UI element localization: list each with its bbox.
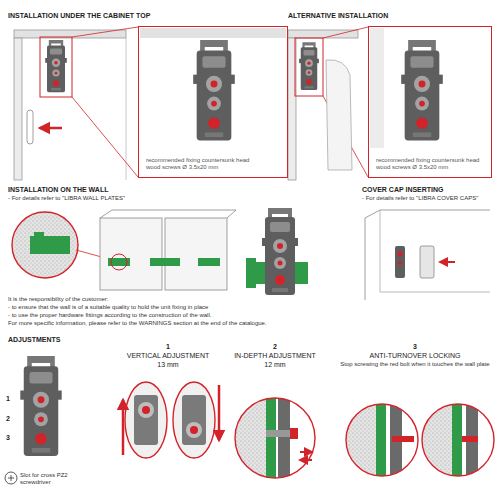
callout-number: 3: [6, 434, 16, 442]
callout-number: 3: [345, 343, 485, 351]
zoom-frame: recommended fixing countersunk head wood…: [368, 26, 492, 178]
note-text: Slot for cross PZ2 screwdriver: [20, 472, 100, 486]
dimension: 12 mm: [225, 361, 325, 369]
screw-note: recommended fixing countersunk head wood…: [145, 156, 257, 172]
screw-note: recommended fixing countersunk head wood…: [375, 156, 487, 172]
section-heading: ADJUSTMENTS: [8, 336, 158, 344]
section-heading: ALTERNATIVE INSTALLATION: [288, 12, 488, 20]
section-heading: INSTALLATION UNDER THE CABINET TOP: [8, 12, 208, 20]
warning-text: - to use the proper hardware fittings ac…: [8, 312, 348, 319]
note-text: - For details refer to "LIBRA COVER CAPS…: [362, 195, 497, 202]
section-heading: COVER CAP INSERTING: [362, 186, 497, 194]
callout-number: 1: [118, 343, 218, 351]
dimension: 13 mm: [118, 361, 218, 369]
callout-number: 2: [225, 343, 325, 351]
zoom-frame: recommended fixing countersunk head wood…: [138, 26, 288, 178]
note-text: - For details refer to "LIBRA WALL PLATE…: [8, 195, 208, 202]
callout-number: 2: [6, 415, 16, 423]
warning-text: For more specific information, please re…: [8, 320, 348, 327]
adjustment-title: VERTICAL ADJUSTMENT: [108, 352, 228, 360]
warning-text: It is the responsibility of the customer…: [8, 296, 348, 303]
callout-number: 1: [6, 395, 16, 403]
section-heading: INSTALLATION ON THE WALL: [8, 186, 208, 194]
adjustment-title: ANTI-TURNOVER LOCKING: [345, 352, 485, 360]
note-text: Stop screwing the red bolt when it touch…: [340, 361, 490, 368]
warning-text: - to ensure that the wall is of a suitab…: [8, 304, 348, 311]
adjustment-title: IN-DEPTH ADJUSTMENT: [215, 352, 335, 360]
